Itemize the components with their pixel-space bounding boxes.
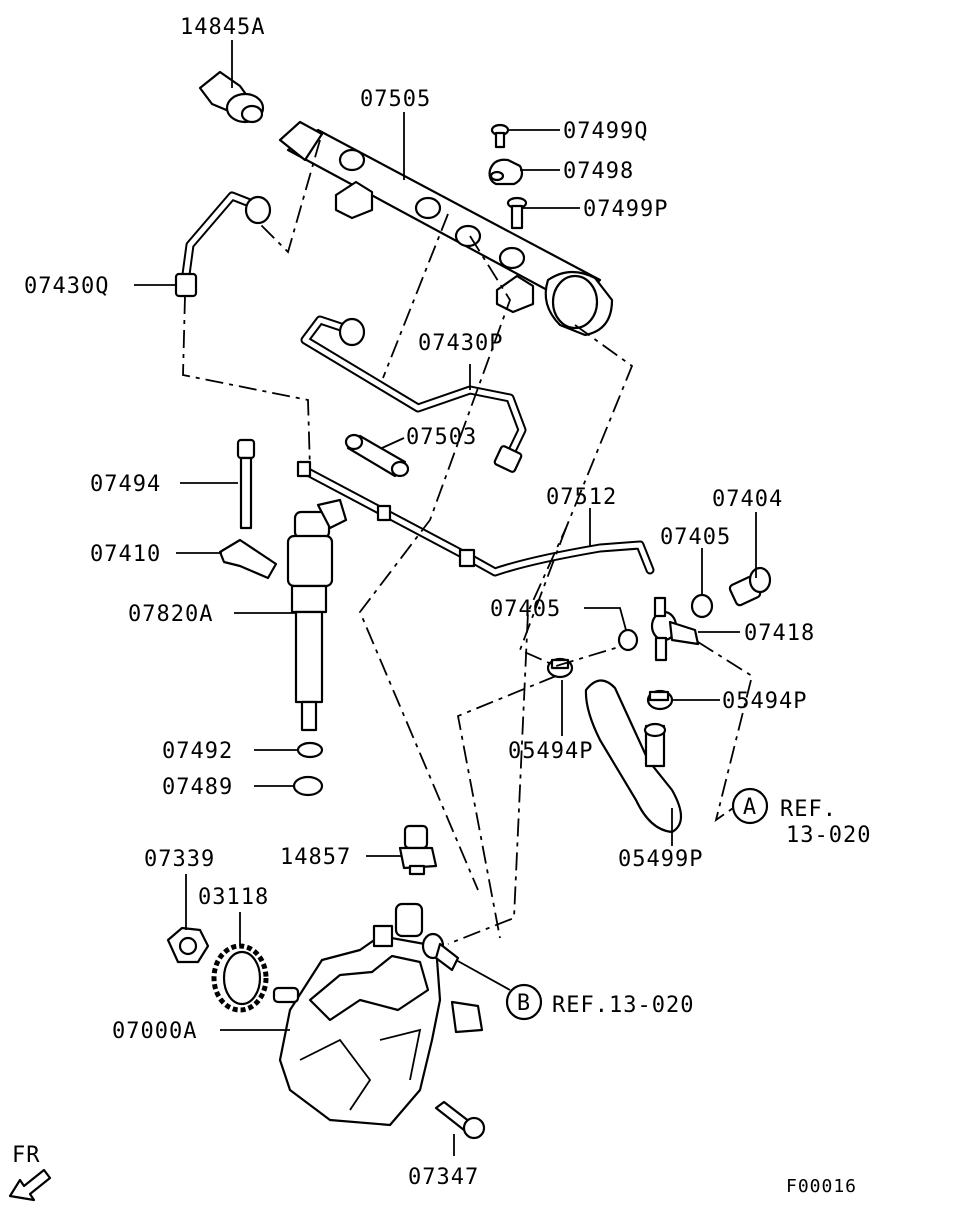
eye-bolt-07404 (728, 566, 772, 607)
leader-lines (134, 40, 757, 1156)
washer-07405-upper (690, 593, 714, 619)
label-07418: 07418 (744, 621, 815, 646)
label-07405-lower: 07405 (490, 597, 561, 622)
label-07503: 07503 (406, 425, 477, 450)
clamp-07410 (218, 538, 278, 580)
union-07418 (650, 596, 700, 662)
clip-05494P-right (646, 689, 674, 711)
label-07410: 07410 (90, 542, 161, 567)
o-ring-07489 (292, 775, 324, 797)
washer-07405-lower (617, 628, 639, 652)
label-07820A: 07820A (128, 602, 213, 627)
sleeve-07503 (344, 433, 410, 478)
nut-07339 (166, 926, 210, 964)
part-labels: 14845A 07505 07499Q 07498 07499P 07430Q … (24, 15, 815, 1190)
ref-b-callout: B REF.13-020 (505, 983, 694, 1021)
label-14845A: 14845A (180, 15, 265, 40)
bolt-07494 (236, 438, 256, 530)
gear-03118 (211, 943, 269, 1013)
bolt-07347 (434, 1100, 486, 1140)
bolt-07499Q (490, 123, 510, 149)
label-07499Q: 07499Q (563, 119, 648, 144)
label-07512: 07512 (546, 485, 617, 510)
injector-07820A (286, 498, 348, 732)
ref-a-ref: REF. (780, 797, 837, 822)
label-07405-upper: 07405 (660, 525, 731, 550)
bolt-07499P (506, 196, 528, 230)
label-05499P: 05499P (618, 847, 703, 872)
washer-07492 (296, 741, 324, 759)
label-07430P: 07430P (418, 331, 503, 356)
fuel-pump-07000A (272, 902, 484, 1127)
front-direction-indicator: FR (8, 1143, 52, 1202)
label-07430Q: 07430Q (24, 274, 109, 299)
label-05494P-left: 05494P (508, 739, 593, 764)
ref-a-letter: A (743, 795, 757, 820)
label-07347: 07347 (408, 1165, 479, 1190)
label-07494: 07494 (90, 472, 161, 497)
leak-off-pipe-07512 (296, 460, 655, 577)
label-14857: 14857 (280, 845, 351, 870)
injection-pipe-07430P (300, 315, 527, 473)
label-05494P-right: 05494P (722, 689, 807, 714)
label-07498: 07498 (563, 159, 634, 184)
ref-b-letter: B (517, 991, 531, 1016)
pressure-sensor-14845A (198, 70, 265, 124)
fr-label: FR (12, 1143, 41, 1168)
connection-lines (182, 139, 754, 945)
label-07339: 07339 (144, 847, 215, 872)
sensor-14857 (398, 824, 438, 876)
label-07499P: 07499P (583, 197, 668, 222)
injection-pipe-07430Q (174, 191, 272, 298)
label-03118: 03118 (198, 885, 269, 910)
label-07492: 07492 (162, 739, 233, 764)
hose-05499P (584, 679, 683, 834)
common-rail (278, 120, 614, 337)
front-arrow-icon (8, 1168, 52, 1202)
ref-a-number: 13-020 (786, 823, 871, 848)
figure-id: F00016 (786, 1176, 857, 1197)
label-07000A: 07000A (112, 1019, 197, 1044)
ref-b-text: REF.13-020 (552, 993, 694, 1018)
label-07404: 07404 (712, 487, 783, 512)
label-07489: 07489 (162, 775, 233, 800)
ref-a-callout: A REF. 13-020 (731, 787, 871, 848)
label-07505: 07505 (360, 87, 431, 112)
clamp-07498 (488, 158, 524, 186)
